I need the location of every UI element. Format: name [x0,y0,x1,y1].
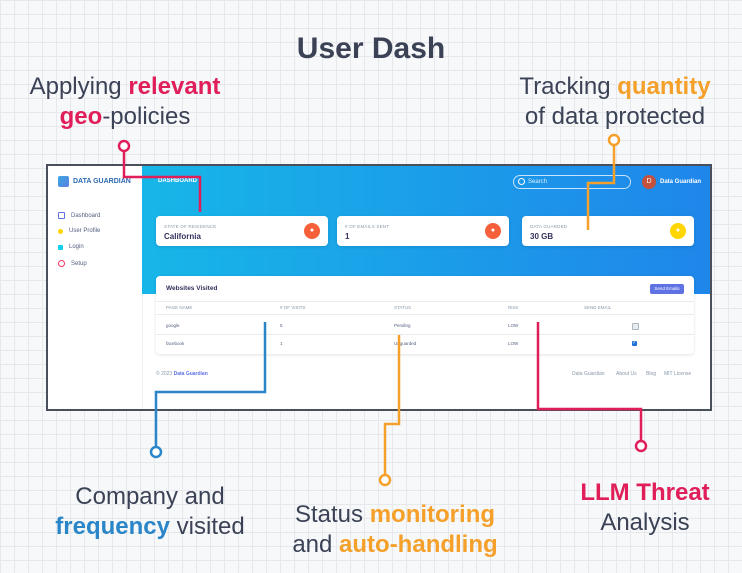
callout-quantity-line2: of data protected [524,103,706,130]
breadcrumb[interactable]: DASHBOARD [158,178,197,184]
page-title: User Dash [296,32,446,65]
connector-geo-dot [117,139,131,153]
sidebar-item-dashboard[interactable]: Dashboard [58,212,100,219]
user-name[interactable]: Data Guardian [660,179,702,185]
avatar[interactable]: D [642,175,656,189]
callout-quantity-pre: Tracking [519,73,618,100]
footer-link-blog[interactable]: Blog [646,371,657,377]
user-icon [58,228,63,234]
send-emails-button[interactable]: Send Emails [650,284,684,294]
shield-logo-icon [58,176,69,187]
key-icon [58,244,63,250]
sidebar-item-user-profile[interactable]: User Profile [58,228,100,234]
connector-llm [536,322,643,440]
stat-value: California [164,232,201,241]
send-email-checkbox[interactable]: ✓ [632,340,637,346]
brand-name: DATA GUARDIAN [73,178,131,185]
search-icon [518,178,525,185]
copyright-text: © 2023 [156,371,173,377]
callout-llm-line2: Analysis [600,509,690,536]
footer-link-data-guardian[interactable]: Data Guardian [572,371,605,377]
sidebar-item-login[interactable]: Login [58,244,84,250]
divider [156,314,694,315]
callout-company-line1: Company and [75,483,225,510]
callout-geo-bold: relevant [128,73,221,100]
callout-company-bold: frequency [55,513,170,540]
connector-company-dot [149,445,163,459]
connector-geo [122,152,202,212]
stat-value: 1 [345,232,350,241]
chart-icon: ● [485,223,501,239]
callout-status: Status monitoring and auto-handling [275,500,515,560]
callout-geo-post: -policies [102,103,191,130]
cell-page: google [166,323,180,328]
cell-visits: 1 [280,341,283,346]
sidebar-item-setup[interactable]: Setup [58,260,87,267]
search-input[interactable]: Search [513,175,631,189]
cell-status: Pending [394,323,411,328]
connector-quantity-dot [607,133,621,147]
cell-status: Unguarded [394,341,417,346]
websites-visited-card: Websites Visited Send Emails PAGE NAME #… [156,276,694,354]
footer-copyright: © 2023 Data Guardian [156,371,208,377]
divider [156,301,694,302]
sidebar-item-label: Login [69,244,84,250]
cell-visits: 5 [280,323,283,328]
dashboard-screenshot: DATA GUARDIAN Dashboard User Profile Log… [46,164,712,411]
users-icon: ● [670,223,686,239]
stat-card-state: STATE OF RESIDENCE California ● [156,216,328,246]
brand-logo[interactable]: DATA GUARDIAN [58,176,131,187]
sidebar-item-label: Setup [71,260,87,267]
connector-quantity [586,146,616,230]
column-header: RISK [508,305,519,310]
stat-card-emails: # OF EMAILS SENT 1 ● [337,216,509,246]
stat-card-data: DATA GUARDED 30 GB ● [522,216,694,246]
stat-label: DATA GUARDED [530,224,568,229]
connector-status [383,335,401,474]
sidebar-item-label: Dashboard [71,212,101,219]
divider [156,334,694,335]
callout-status-pre: Status [294,501,370,528]
callout-status-bold: monitoring [369,501,496,528]
cell-page: facebook [166,341,185,346]
callout-quantity-bold: quantity [617,73,711,100]
sidebar-item-label: User Profile [69,228,101,234]
connector-company [154,322,267,446]
callout-geo-bold2: geo [59,103,103,130]
stat-value: 30 GB [530,232,554,241]
callout-llm: LLM Threat Analysis [555,478,735,538]
callout-company: Company and frequency visited [40,482,260,542]
callout-geo-pre: Applying [29,73,129,100]
callout-quantity: Tracking quantity of data protected [510,72,720,132]
callout-status-line2-pre: and [292,531,340,558]
connector-status-dot [378,473,392,487]
footer-link-mit-license[interactable]: MIT License [664,371,692,377]
column-header: PAGE NAME [166,305,193,310]
monitor-icon [58,212,65,219]
table-title: Websites Visited [166,285,218,292]
chart-icon: ● [304,223,320,239]
circle-icon [58,260,65,267]
send-email-checkbox[interactable] [632,323,639,330]
stat-label: # OF EMAILS SENT [345,224,390,229]
sidebar: DATA GUARDIAN Dashboard User Profile Log… [48,166,143,409]
callout-geo: Applying relevant geo-policies [20,72,230,132]
callout-llm-bold: LLM Threat [580,479,710,506]
cell-risk: LOW [508,323,519,328]
connector-llm-dot [634,439,648,453]
footer-brand-link[interactable]: Data Guardian [173,371,208,377]
column-header: # OF VISITS [280,305,306,310]
column-header: STATUS [394,305,412,310]
footer-link-about-us[interactable]: About Us [616,371,637,377]
callout-company-post: visited [170,513,245,540]
callout-status-bold2: auto-handling [339,531,498,558]
column-header: SEND EMAIL [584,305,612,310]
cell-risk: LOW [508,341,519,346]
stat-label: STATE OF RESIDENCE [164,224,217,229]
